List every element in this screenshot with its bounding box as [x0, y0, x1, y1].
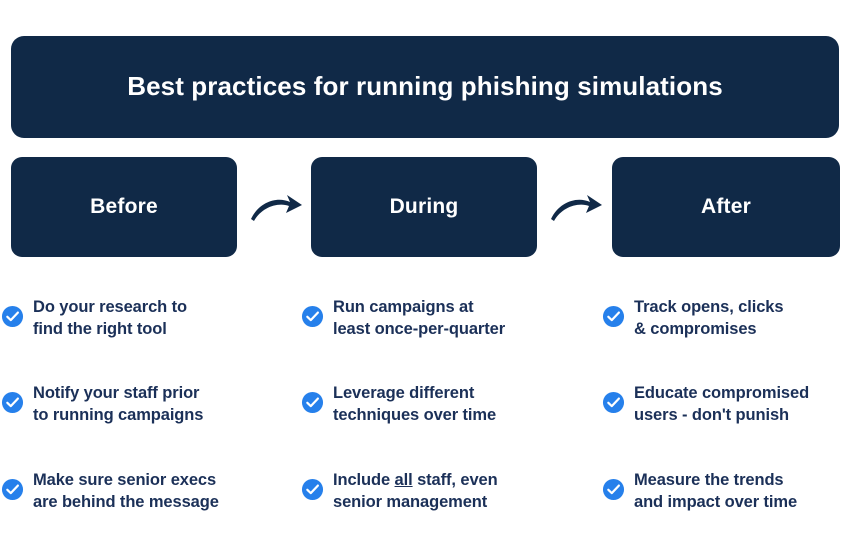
list-item-line1: Run campaigns at: [333, 298, 474, 316]
bullet-grid: Do your research to find the right tool …: [0, 286, 850, 526]
curved-arrow-right-icon: [547, 189, 607, 233]
check-circle-icon: [1, 305, 24, 328]
check-circle-icon: [1, 391, 24, 414]
list-item-line2: users - don't punish: [634, 405, 790, 424]
list-item-label: Track opens, clicks & compromises: [634, 296, 784, 341]
list-item-label: Measure the trends and impact over time: [634, 469, 797, 514]
list-item-line2: senior management: [333, 492, 488, 511]
list-item: Include all staff, even senior managemen…: [301, 469, 566, 514]
list-item: Educate compromised users - don't punish: [602, 382, 850, 427]
list-item-label: Educate compromised users - don't punish: [634, 382, 809, 427]
list-item-line1-emphasis: all: [394, 471, 413, 489]
check-circle-icon: [301, 305, 324, 328]
list-item-line1: Notify your staff prior: [33, 384, 200, 402]
curved-arrow-right-icon: [247, 189, 307, 233]
stage-box-during: During: [311, 157, 537, 257]
list-item-label: Notify your staff prior to running campa…: [33, 382, 203, 427]
list-item-line1: Make sure senior execs: [33, 471, 217, 489]
title-banner: Best practices for running phishing simu…: [11, 36, 839, 138]
list-item-label: Leverage different techniques over time: [333, 382, 496, 427]
list-item-line1: Leverage different: [333, 384, 475, 402]
list-item-line1: Track opens, clicks: [634, 298, 784, 316]
list-item: Notify your staff prior to running campa…: [0, 382, 265, 427]
list-item: Make sure senior execs are behind the me…: [0, 469, 265, 514]
page-title: Best practices for running phishing simu…: [127, 71, 723, 102]
list-item-line1-pre: Include: [333, 471, 395, 489]
list-item-line1-post: staff, even: [412, 471, 498, 489]
bullet-column-before: Do your research to find the right tool …: [0, 286, 265, 526]
list-item: Do your research to find the right tool: [0, 296, 265, 341]
list-item-line2: and impact over time: [634, 492, 798, 511]
list-item-label: Include all staff, even senior managemen…: [333, 469, 498, 514]
bullet-column-after: Track opens, clicks & compromises Educat…: [602, 286, 850, 526]
list-item-line2: find the right tool: [33, 319, 167, 338]
list-item-line2: least once-per-quarter: [333, 319, 506, 338]
check-circle-icon: [301, 391, 324, 414]
list-item-line1: Educate compromised: [634, 384, 810, 402]
check-circle-icon: [301, 478, 324, 501]
list-item-line2: & compromises: [634, 319, 757, 338]
check-circle-icon: [602, 391, 625, 414]
list-item-label: Make sure senior execs are behind the me…: [33, 469, 219, 514]
stage-header-row: Before During After: [0, 157, 850, 257]
stage-label-before: Before: [90, 195, 158, 218]
list-item: Run campaigns at least once-per-quarter: [301, 296, 566, 341]
check-circle-icon: [602, 305, 625, 328]
list-item: Leverage different techniques over time: [301, 382, 566, 427]
check-circle-icon: [1, 478, 24, 501]
stage-box-after: After: [612, 157, 840, 257]
list-item-line2: are behind the message: [33, 492, 219, 511]
stage-box-before: Before: [11, 157, 237, 257]
stage-label-during: During: [389, 195, 459, 218]
list-item-line2: to running campaigns: [33, 405, 204, 424]
check-circle-icon: [602, 478, 625, 501]
stage-label-after: After: [700, 195, 751, 218]
bullet-column-during: Run campaigns at least once-per-quarter …: [301, 286, 566, 526]
list-item-label: Run campaigns at least once-per-quarter: [333, 296, 505, 341]
list-item-label: Do your research to find the right tool: [33, 296, 187, 341]
list-item-line1: Measure the trends: [634, 471, 784, 489]
list-item-line2: techniques over time: [333, 405, 497, 424]
list-item-line1: Do your research to: [33, 298, 187, 316]
list-item: Track opens, clicks & compromises: [602, 296, 850, 341]
list-item: Measure the trends and impact over time: [602, 469, 850, 514]
